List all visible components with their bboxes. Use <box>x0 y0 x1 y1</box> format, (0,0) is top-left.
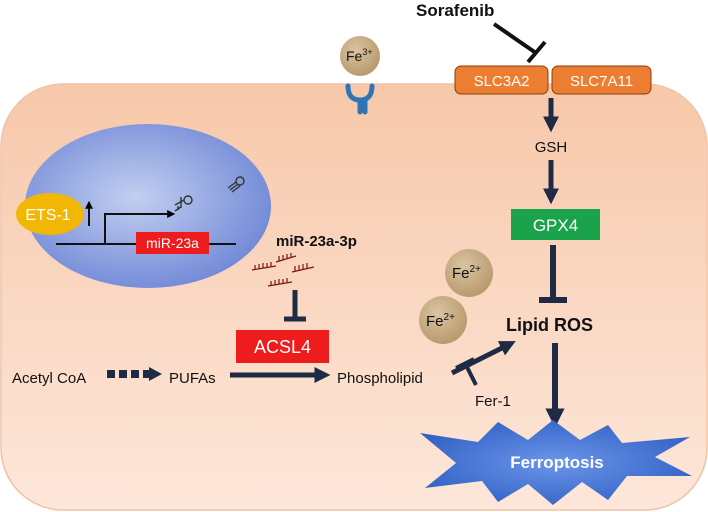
fe2-ion-1 <box>445 249 493 297</box>
fer1-label: Fer-1 <box>475 393 511 410</box>
sorafenib-inhibit-line <box>492 22 538 55</box>
fe3-ion-label: Fe3+ <box>346 47 373 64</box>
gpx4-label: GPX4 <box>533 216 578 235</box>
mir-gene-box <box>136 232 209 254</box>
mirna-strands-icon <box>251 253 315 287</box>
fe2-ion-2 <box>419 296 467 344</box>
ferroptosis-label: Ferroptosis <box>510 453 604 472</box>
phospholipid-label: Phospholipid <box>337 370 423 387</box>
gpx4-box <box>511 209 600 240</box>
mirna-hairpin-icon <box>227 176 245 193</box>
slc3a2-box <box>454 65 549 95</box>
fe2-ion-1-label: Fe2+ <box>452 264 481 282</box>
nucleus <box>25 124 271 288</box>
fe3-ion <box>340 36 380 76</box>
phospholipid-to-ros-arrow <box>450 341 516 376</box>
pufas-label: PUFAs <box>169 370 216 387</box>
acetyl-coa-label: Acetyl CoA <box>12 370 86 387</box>
mirna-label: miR-23a-3p <box>276 233 357 250</box>
dashed-arrow <box>107 367 162 381</box>
pre-mirna-hairpin-icon <box>174 195 193 212</box>
slc7a11-box <box>551 65 652 95</box>
fe2-ion-2-label: Fe2+ <box>426 312 455 330</box>
slc3a2-label: SLC3A2 <box>474 73 530 90</box>
acsl4-label: ACSL4 <box>254 337 311 357</box>
acsl4-box <box>236 330 329 363</box>
ets1-label: ETS-1 <box>25 207 70 224</box>
fer1-inhibit-line <box>463 362 478 386</box>
ferroptosis-burst <box>420 420 692 505</box>
ets1-ellipse <box>16 193 84 235</box>
gsh-label: GSH <box>535 139 568 156</box>
mir-gene-label: miR-23a <box>146 235 199 251</box>
slc7a11-label: SLC7A11 <box>570 73 633 90</box>
transferrin-receptor-icon <box>345 83 375 115</box>
sorafenib-inhibit-bar <box>526 40 547 64</box>
sorafenib-label: Sorafenib <box>416 1 494 20</box>
lipid-ros-label: Lipid ROS <box>506 315 593 335</box>
fer1-inhibit-bar <box>455 357 475 370</box>
promoter-arrow <box>104 210 176 244</box>
